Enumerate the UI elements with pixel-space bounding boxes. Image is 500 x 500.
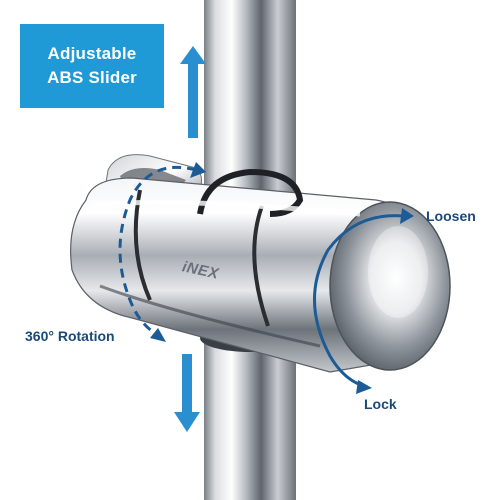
rotation-label: 360° Rotation bbox=[25, 328, 115, 344]
feature-badge: Adjustable ABS Slider bbox=[20, 24, 164, 108]
end-cap bbox=[329, 201, 451, 371]
down-arrow-icon bbox=[174, 354, 200, 432]
badge-line-1: Adjustable bbox=[47, 44, 137, 63]
badge-line-2: ABS Slider bbox=[47, 68, 137, 87]
lock-loosen-arc-icon bbox=[313, 214, 405, 388]
loosen-label: Loosen bbox=[426, 208, 476, 224]
rotation-arc-icon bbox=[118, 165, 197, 338]
up-arrow-icon bbox=[180, 46, 206, 138]
lock-label: Lock bbox=[364, 396, 397, 412]
